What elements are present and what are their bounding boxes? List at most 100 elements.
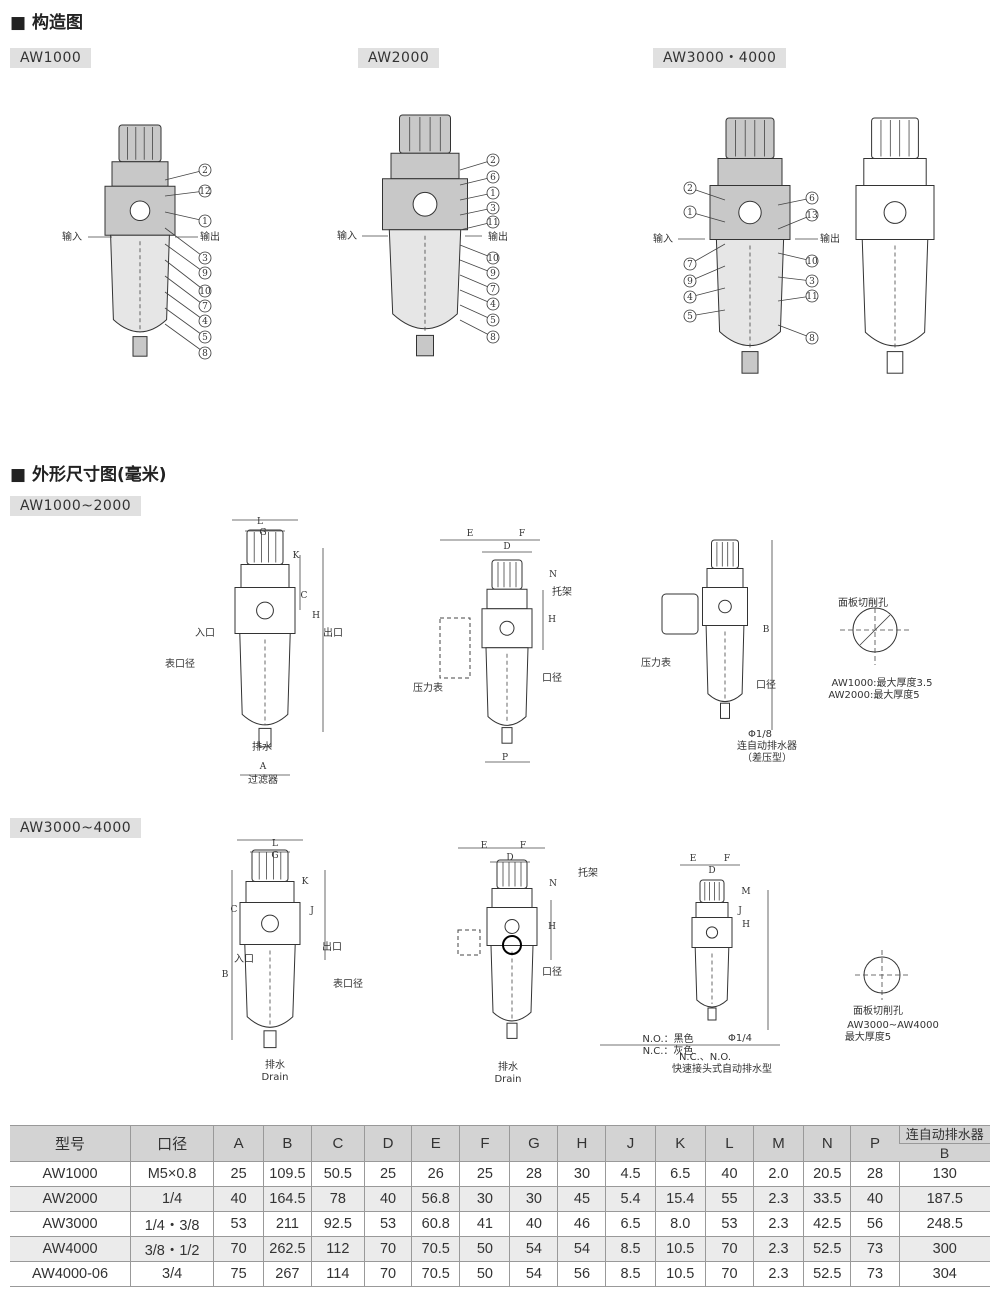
r1-d1-label: 出口	[323, 626, 343, 639]
table-cell: 4.5	[605, 1161, 656, 1187]
column-header: D	[363, 1125, 412, 1162]
callout-circle	[486, 282, 500, 296]
table-cell: 70	[213, 1236, 264, 1262]
r1-d1-bonnet	[240, 564, 290, 588]
r1-d1-label: G	[259, 528, 266, 538]
table-cell: 267	[263, 1261, 312, 1287]
r2-d1-label: K	[302, 877, 309, 887]
callout-leader	[164, 243, 206, 274]
table-cell: 248.5	[898, 1211, 990, 1237]
callout-leader	[164, 259, 206, 292]
r2-d2-label: Drain	[494, 1074, 521, 1085]
table-cell: 40	[509, 1211, 558, 1237]
callout-circle	[486, 201, 500, 215]
callout-number: 13	[806, 211, 818, 221]
callout-circle	[683, 257, 697, 271]
table-cell: 73	[850, 1236, 900, 1262]
table-cell: 52.5	[803, 1236, 851, 1262]
r2-d1-label: C	[231, 905, 238, 915]
callout-number: 7	[687, 260, 693, 270]
table-cell: 40	[850, 1186, 900, 1212]
r1-d1-label: K	[293, 551, 300, 561]
r2-d1-label: 排水	[265, 1058, 285, 1071]
table-cell: 40	[704, 1161, 754, 1187]
callout-circle	[486, 170, 500, 184]
table-cell: 5.4	[605, 1186, 656, 1212]
table-cell: 56	[850, 1211, 900, 1237]
table-cell: 50.5	[310, 1161, 365, 1187]
tag-aw1000: AW1000	[10, 48, 92, 68]
callout-circle	[805, 274, 819, 288]
r2-d1-label: 表口径	[333, 977, 363, 990]
callout-circle	[198, 330, 212, 344]
r2-panel-label: 最大厚度5	[845, 1030, 891, 1043]
table-cell: 20.5	[803, 1161, 851, 1187]
table-cell: 25	[459, 1161, 510, 1187]
dimensions-section-title: ■ 外形尺寸图(毫米)	[10, 465, 167, 485]
r1-d2-bowl	[485, 647, 529, 726]
r2-d3-label: D	[708, 866, 715, 876]
table-cell: 56	[557, 1261, 606, 1287]
table-cell: 52.5	[803, 1261, 851, 1287]
r2-d1-label: 出口	[322, 940, 342, 953]
callout-number: 10	[199, 287, 211, 297]
table-cell: 30	[459, 1186, 510, 1212]
callout-circle	[198, 299, 212, 313]
table-cell: 33.5	[803, 1186, 851, 1212]
table-cell: 2.3	[752, 1186, 804, 1212]
table-cell: 164.5	[263, 1186, 312, 1212]
r1-d3-label: 压力表	[641, 656, 671, 669]
callout-number: 4	[687, 293, 693, 303]
table-cell: 70.5	[411, 1261, 460, 1287]
table-cell: 30	[557, 1161, 606, 1187]
table-cell: 40	[213, 1186, 264, 1212]
table-cell: 50	[459, 1261, 510, 1287]
r1-d2-label: D	[503, 542, 510, 552]
r1-d2-label: H	[548, 615, 556, 625]
r1-d1-port	[256, 601, 274, 620]
column-header: 口径	[130, 1125, 214, 1162]
r2-d1-bonnet	[245, 881, 295, 903]
column-header: B	[263, 1125, 312, 1162]
table-cell: AW2000	[42, 1191, 98, 1207]
gauge-port	[502, 935, 522, 955]
callout-circle	[198, 284, 212, 298]
column-header: F	[459, 1125, 510, 1162]
r2-d3-label: N.O.：黑色	[642, 1032, 693, 1045]
callout-circle	[486, 153, 500, 167]
tag-aw3000-4000: AW3000・4000	[653, 48, 787, 68]
table-cell: 130	[898, 1161, 990, 1187]
r2-d3-label: F	[724, 854, 730, 864]
callout-number: 8	[202, 349, 208, 359]
r2-d2-knob	[496, 859, 528, 889]
r2-d2-label: 口径	[542, 965, 562, 978]
callout-number: 3	[809, 277, 815, 287]
r1-d3-label: Φ1/8	[748, 729, 772, 740]
callout-number: 5	[687, 312, 693, 322]
table-cell: 92.5	[310, 1211, 365, 1237]
r2-d3-drain	[707, 1007, 717, 1021]
r1-d2-bonnet	[486, 588, 528, 610]
r1-panel-label: AW1000:最大厚度3.5	[832, 676, 933, 689]
r1-d3-label: 连自动排水器	[737, 739, 797, 752]
aw3000-exterior-body	[855, 185, 935, 240]
output-label: 输出	[200, 230, 220, 243]
r2-d2-label: D	[506, 853, 513, 863]
r2-d2-label: 排水	[498, 1060, 518, 1073]
r1-d3-port	[718, 599, 732, 614]
r1-d2-label: P	[502, 753, 508, 763]
table-cell: 300	[898, 1236, 990, 1262]
callout-number: 12	[199, 187, 210, 197]
callout-circle	[198, 314, 212, 328]
table-cell: 54	[509, 1236, 558, 1262]
callout-number: 1	[202, 217, 208, 227]
table-cell: 8.0	[654, 1211, 706, 1237]
table-cell: 262.5	[263, 1236, 312, 1262]
table-cell: 109.5	[263, 1161, 312, 1187]
callout-circle	[805, 289, 819, 303]
callout-leader	[164, 169, 206, 181]
